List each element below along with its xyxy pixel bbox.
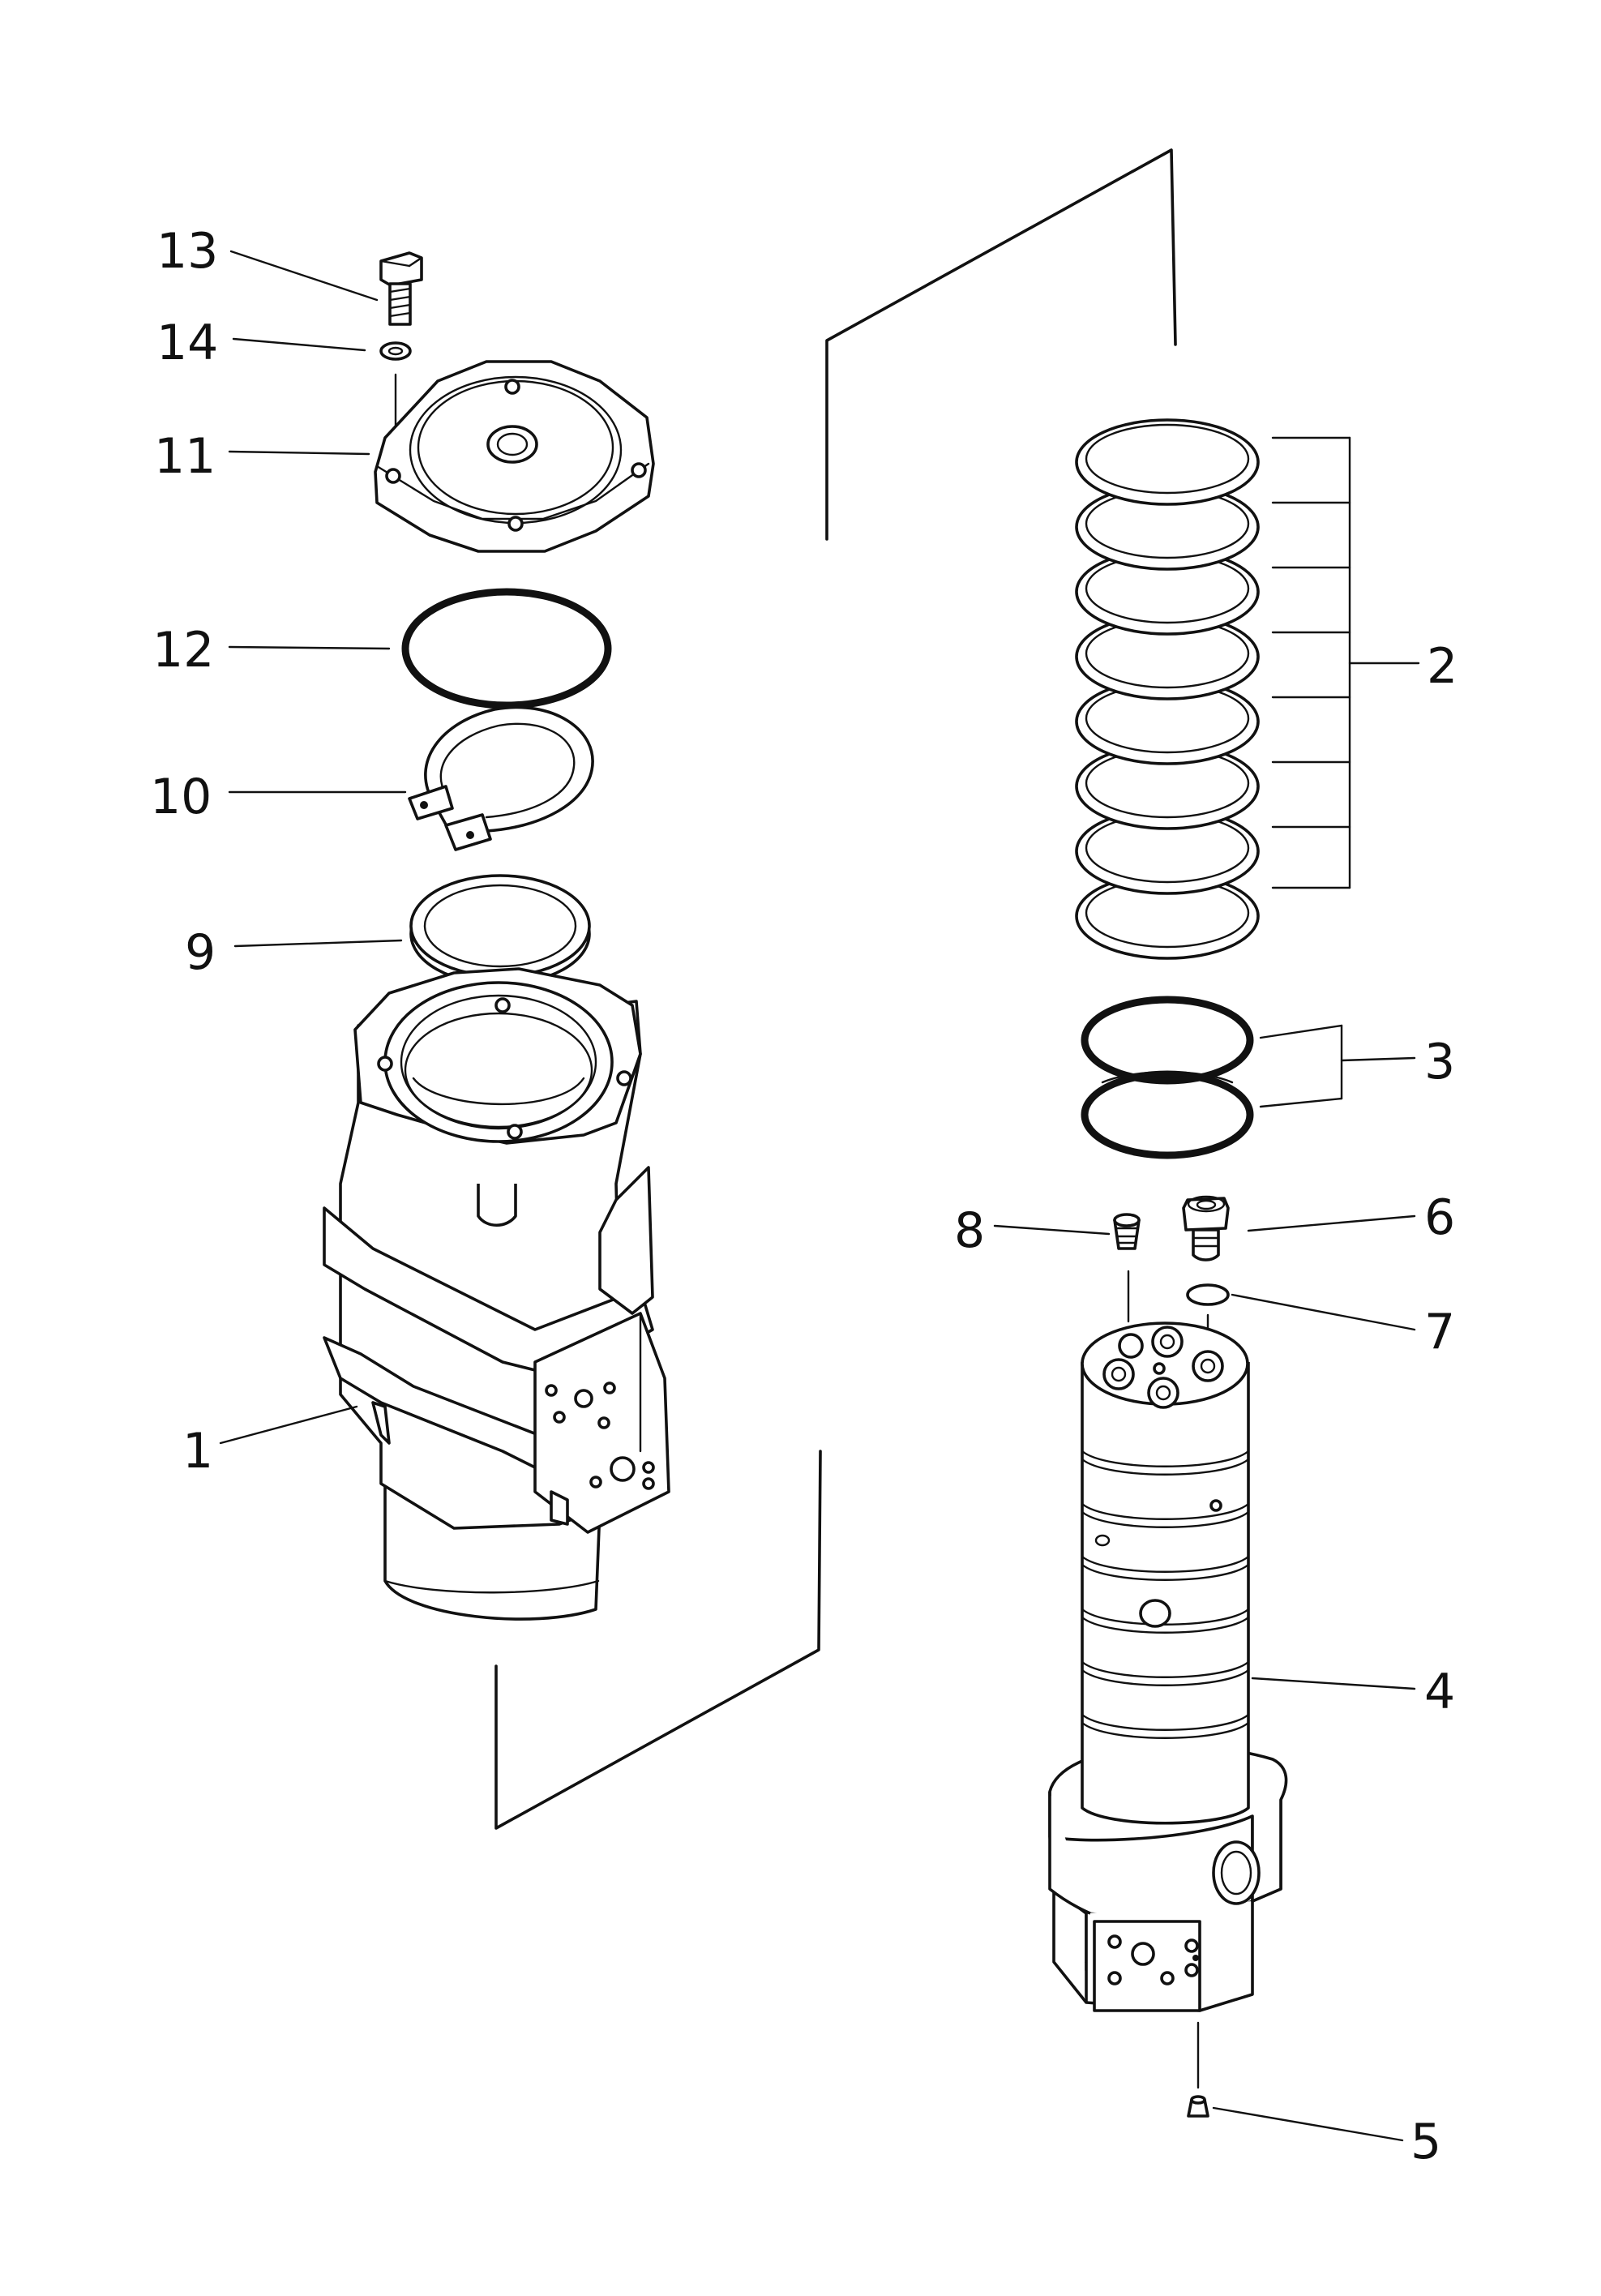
washer-part bbox=[379, 341, 412, 361]
callout-10: 10 bbox=[150, 769, 212, 825]
assembly-bracket-lines bbox=[494, 148, 1177, 1830]
callout-9: 9 bbox=[185, 924, 216, 981]
leader-lines bbox=[219, 250, 1420, 2142]
callout-2: 2 bbox=[1427, 638, 1458, 695]
small-o-ring-part bbox=[1186, 1283, 1230, 1306]
o-rings-part bbox=[1081, 996, 1254, 1159]
bolt-part bbox=[379, 251, 423, 326]
o-ring-part bbox=[401, 588, 612, 709]
rotor-shaft-part bbox=[1048, 1321, 1288, 2012]
callout-6: 6 bbox=[1424, 1189, 1455, 1246]
bottom-plug-part bbox=[1187, 2021, 1209, 2118]
callout-14: 14 bbox=[156, 315, 218, 371]
callout-13: 13 bbox=[156, 223, 218, 280]
callout-1: 1 bbox=[182, 1423, 213, 1480]
swivel-body-part bbox=[323, 967, 670, 1621]
callout-12: 12 bbox=[152, 622, 214, 679]
plug-small-part bbox=[1113, 1213, 1141, 1250]
seal-stack-part bbox=[1075, 418, 1260, 960]
callout-3: 3 bbox=[1424, 1034, 1455, 1090]
callout-8: 8 bbox=[954, 1202, 985, 1259]
callout-4: 4 bbox=[1424, 1664, 1455, 1720]
ring-part bbox=[409, 874, 591, 986]
callout-11: 11 bbox=[154, 428, 216, 485]
plug-head-part bbox=[1182, 1195, 1230, 1262]
snap-ring-part bbox=[408, 705, 594, 851]
callout-7: 7 bbox=[1424, 1304, 1455, 1360]
callout-numbers: 13 14 11 12 10 9 1 2 3 8 6 7 4 5 bbox=[150, 223, 1458, 2170]
cover-part bbox=[374, 360, 655, 553]
callout-5: 5 bbox=[1411, 2114, 1441, 2170]
